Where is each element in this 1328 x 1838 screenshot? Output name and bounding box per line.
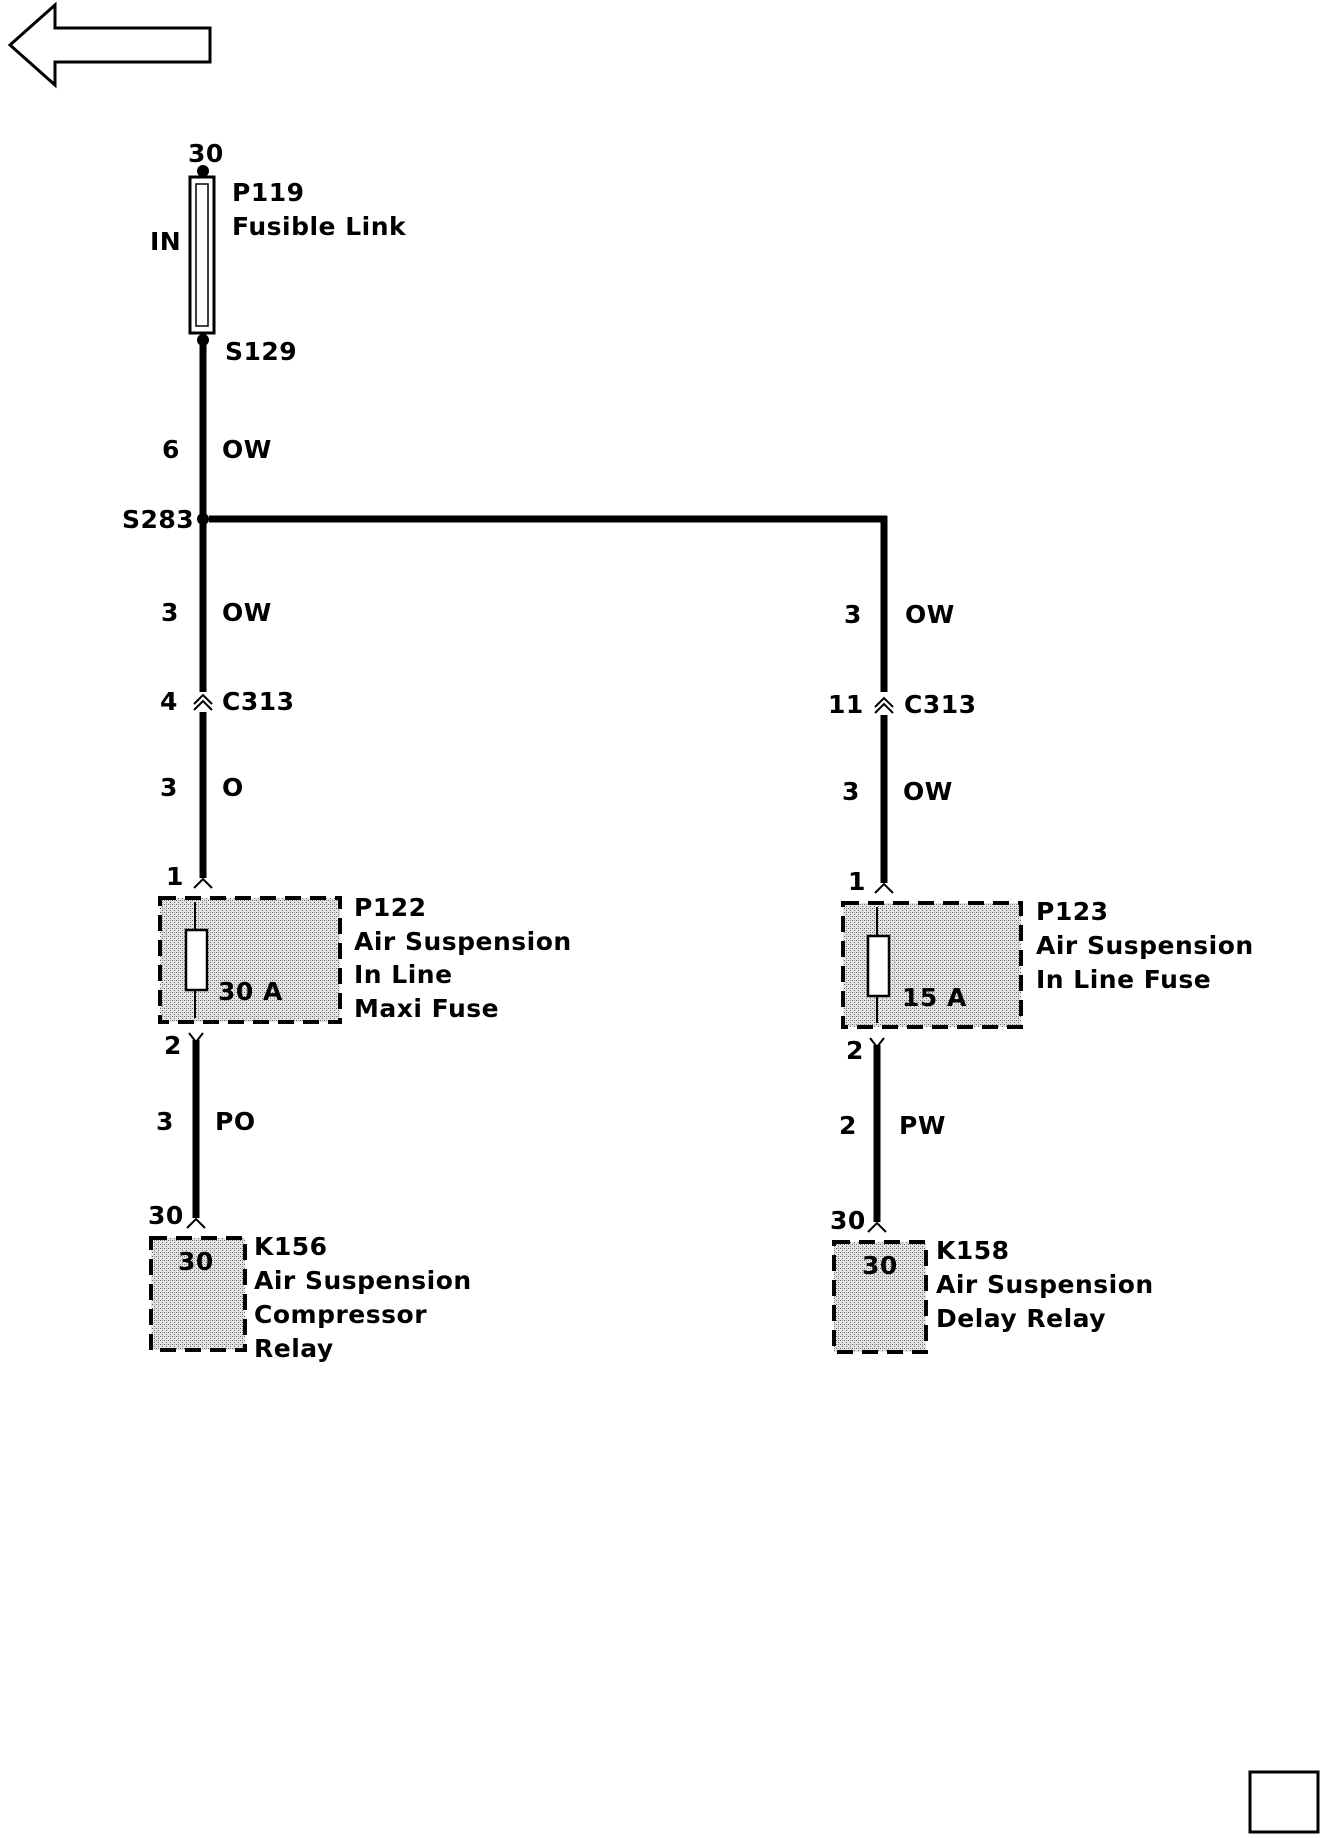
right-upper-color: OW (905, 600, 955, 629)
k156-name-line1: Air Suspension (254, 1266, 472, 1295)
fuse-symbol-icon (866, 907, 891, 1023)
empty-square-icon[interactable] (1248, 1770, 1320, 1834)
p123-pin-out: 2 (846, 1036, 864, 1065)
p122-pin-in: 1 (166, 862, 184, 891)
right-lower-gauge: 2 (839, 1111, 857, 1140)
p123-name-line2: In Line Fuse (1036, 965, 1211, 994)
left-lower-gauge: 3 (156, 1107, 174, 1136)
p122-pin-out: 2 (164, 1031, 182, 1060)
k156-name-line2: Compressor (254, 1300, 427, 1329)
k158-pin-label: 30 (830, 1206, 866, 1235)
splice-s283-label: S283 (122, 505, 194, 534)
k158-inner-pin: 30 (862, 1251, 898, 1280)
right-mid-color: OW (903, 777, 953, 806)
left-lower-color: PO (215, 1107, 256, 1136)
k156-component-box (149, 1236, 247, 1352)
left-upper-color: OW (222, 598, 272, 627)
k156-name-line3: Relay (254, 1334, 334, 1363)
p122-id: P122 (354, 893, 427, 922)
k156-inner-pin: 30 (178, 1247, 214, 1276)
c313-left-id: C313 (222, 687, 295, 716)
splice-s283-dot (197, 513, 209, 525)
k156-pin-label: 30 (148, 1201, 184, 1230)
c313-left-pin: 4 (160, 687, 178, 716)
k158-name-line2: Delay Relay (936, 1304, 1106, 1333)
right-upper-gauge: 3 (844, 600, 862, 629)
fusible-link-id: P119 (232, 178, 305, 207)
k158-id: K158 (936, 1236, 1010, 1265)
p123-terminal-in (874, 882, 894, 894)
k158-terminal (867, 1221, 887, 1233)
feed-wire-gauge: 6 (162, 435, 180, 464)
left-upper-gauge: 3 (161, 598, 179, 627)
p122-name-line2: In Line (354, 960, 453, 989)
k156-id: K156 (254, 1232, 328, 1261)
k156-terminal (186, 1217, 206, 1229)
p123-name-line1: Air Suspension (1036, 931, 1254, 960)
splice-s129-dot (197, 334, 209, 346)
left-mid-gauge: 3 (160, 773, 178, 802)
k158-component-box (832, 1240, 928, 1354)
p122-terminal-in (193, 877, 213, 889)
c313-left-connector-symbol (193, 693, 213, 711)
right-lower-color: PW (899, 1111, 946, 1140)
splice-s129-label: S129 (225, 337, 297, 366)
fusible-link-side-label: IN (150, 227, 181, 256)
feed-wire-color: OW (222, 435, 272, 464)
p123-id: P123 (1036, 897, 1109, 926)
c313-right-pin: 11 (828, 690, 864, 719)
c313-right-id: C313 (904, 690, 977, 719)
left-arrow-icon[interactable] (7, 1, 212, 89)
p122-name-line1: Air Suspension (354, 927, 572, 956)
p123-rating: 15 A (902, 983, 967, 1012)
fuse-symbol-icon (184, 902, 209, 1018)
top-pin-label: 30 (188, 139, 224, 168)
top-pin-terminal (197, 165, 209, 177)
p122-name-line3: Maxi Fuse (354, 994, 499, 1023)
fusible-link-name: Fusible Link (232, 212, 407, 241)
k158-name-line1: Air Suspension (936, 1270, 1154, 1299)
p123-pin-in: 1 (848, 867, 866, 896)
c313-right-connector-symbol (874, 696, 894, 714)
left-mid-color: O (222, 773, 244, 802)
fusible-link-symbol (188, 175, 216, 335)
p122-rating: 30 A (218, 977, 283, 1006)
right-mid-gauge: 3 (842, 777, 860, 806)
